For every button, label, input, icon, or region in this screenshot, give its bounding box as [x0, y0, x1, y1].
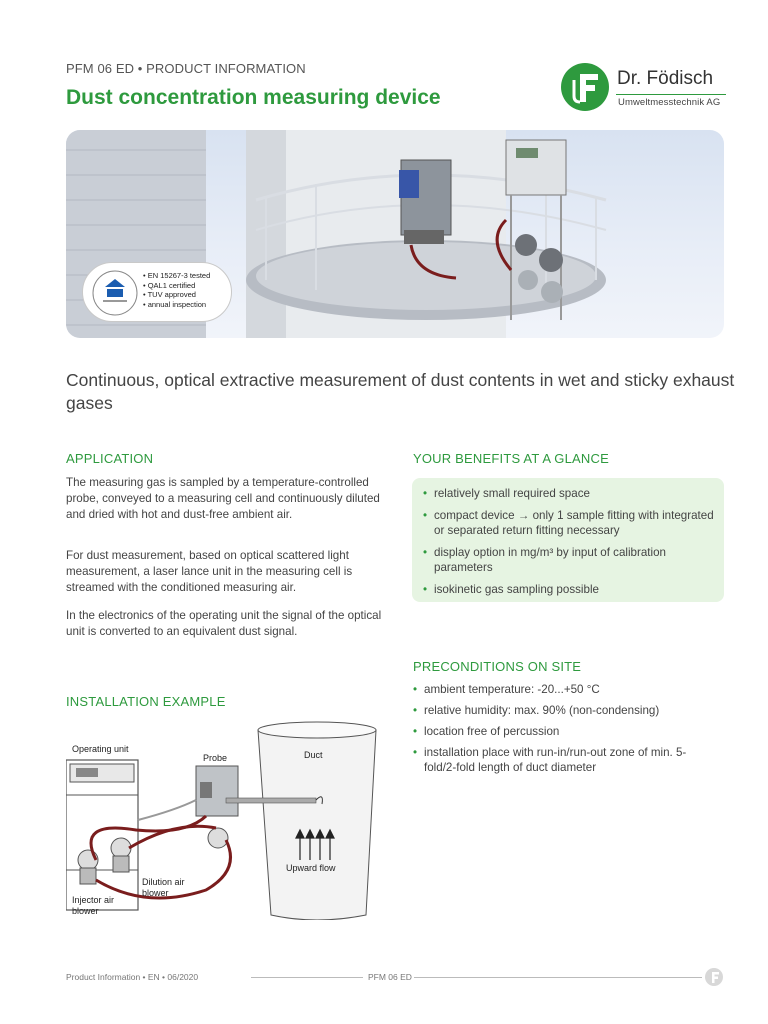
label-dilution-air-blower: Dilution air blower: [142, 877, 185, 898]
benefits-box: relatively small required space compact …: [412, 478, 724, 602]
benefit-item: relatively small required space: [422, 486, 718, 501]
benefits-heading: YOUR BENEFITS AT A GLANCE: [413, 451, 609, 466]
page-title: Dust concentration measuring device: [66, 86, 441, 109]
certificate-item: EN 15267-3 tested: [143, 271, 211, 281]
foedisch-logo-icon: [561, 63, 609, 111]
logo-divider: [616, 94, 726, 95]
preconditions-heading: PRECONDITIONS ON SITE: [413, 659, 582, 674]
application-paragraph-3: In the electronics of the operating unit…: [66, 609, 382, 638]
footer-doc-code: PFM 06 ED: [368, 972, 412, 982]
certificate-list: EN 15267-3 tested QAL1 certified TUV app…: [143, 271, 211, 310]
installation-heading: INSTALLATION EXAMPLE: [66, 694, 226, 709]
application-paragraph-2: For dust measurement, based on optical s…: [66, 549, 353, 594]
benefit-item: isokinetic gas sampling possible: [422, 582, 718, 597]
installation-diagram: Operating unit Probe Duct Upward flow Di…: [65, 720, 386, 921]
precondition-item: ambient temperature: -20...+50 °C: [412, 682, 712, 697]
precondition-item: location free of percussion: [412, 724, 712, 739]
benefit-item: display option in mg/m³ by input of cali…: [422, 545, 718, 575]
footer-left-text: Product Information • EN • 06/2020: [66, 972, 199, 982]
footer-logo-icon: [705, 968, 723, 986]
tuv-certificate-badge: EN 15267-3 tested QAL1 certified TUV app…: [82, 262, 232, 322]
installation-schematic: [65, 721, 377, 921]
logo-company-subtitle: Umweltmesstechnik AG: [618, 97, 721, 108]
application-paragraph-1: The measuring gas is sampled by a temper…: [66, 476, 380, 521]
benefits-list: relatively small required space compact …: [422, 486, 718, 604]
hero-image: [66, 130, 724, 338]
label-operating-unit: Operating unit: [72, 744, 129, 754]
precondition-item: installation place with run-in/run-out z…: [412, 745, 712, 775]
benefit-item: compact device → only 1 sample fitting w…: [422, 508, 718, 538]
logo-company-name: Dr. Födisch: [617, 68, 714, 89]
product-subtitle: Continuous, optical extractive measureme…: [66, 370, 735, 413]
company-logo: Dr. Födisch Umweltmesstechnik AG: [560, 62, 726, 112]
footer-divider-left: [251, 977, 363, 978]
certificate-item: TUV approved: [143, 290, 210, 300]
precondition-item: relative humidity: max. 90% (non-condens…: [412, 703, 712, 718]
application-heading: APPLICATION: [66, 451, 154, 466]
document-header-line: PFM 06 ED • PRODUCT INFORMATION: [66, 61, 306, 76]
preconditions-list: ambient temperature: -20...+50 °C relati…: [412, 682, 712, 781]
certificate-item: QAL1 certified: [143, 281, 210, 291]
label-probe: Probe: [203, 753, 228, 763]
label-injector-air-blower: Injector air blower: [72, 895, 115, 916]
label-duct: Duct: [304, 750, 323, 760]
label-upward-flow: Upward flow: [286, 863, 336, 873]
certificate-item: annual inspection: [143, 300, 210, 310]
footer-divider-right: [414, 977, 702, 978]
tuv-rheinland-seal-icon: [92, 270, 138, 316]
